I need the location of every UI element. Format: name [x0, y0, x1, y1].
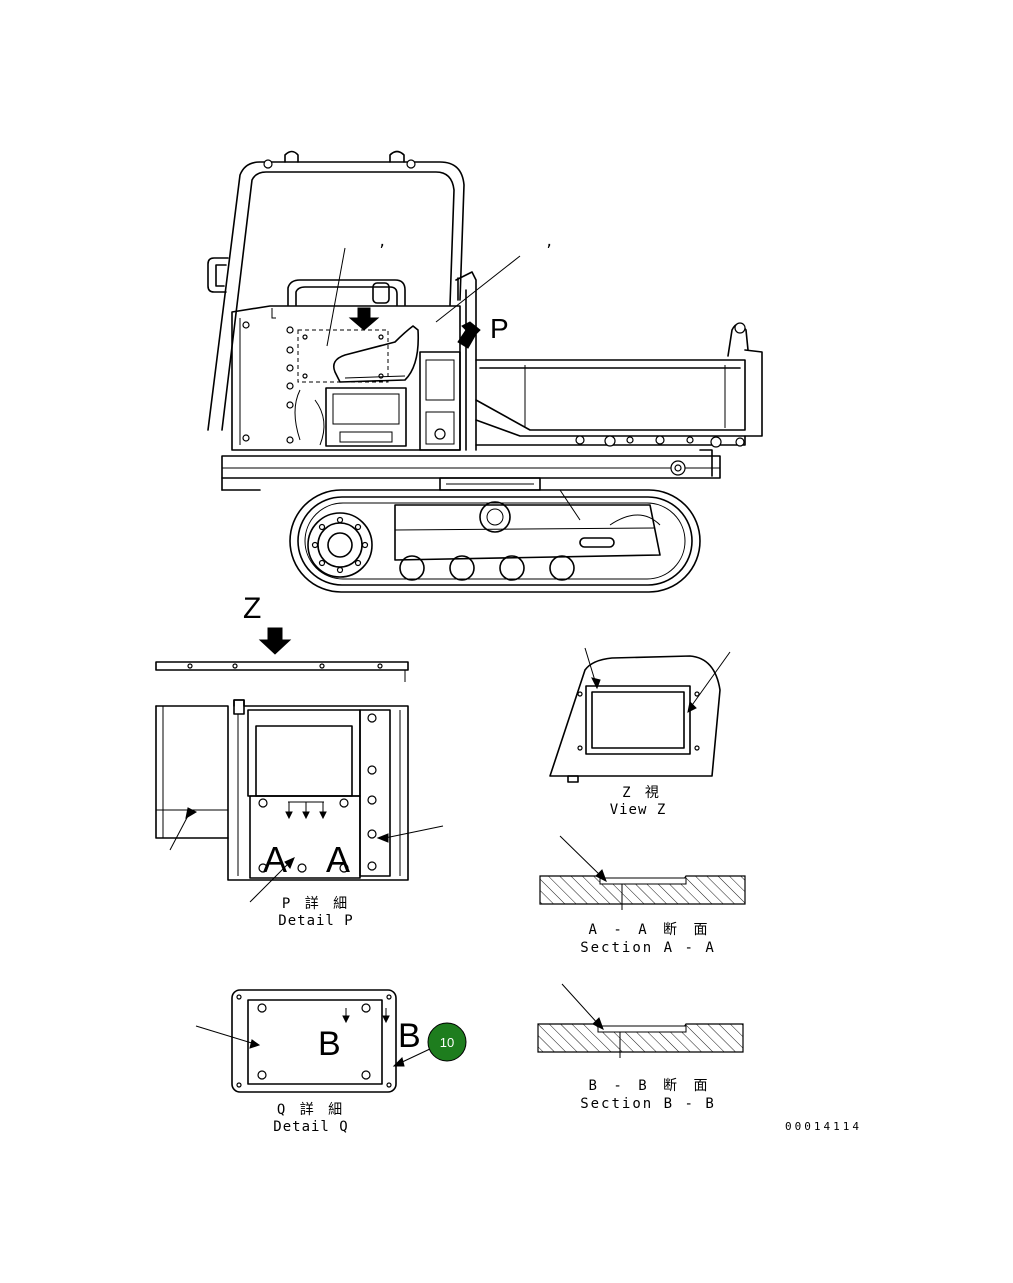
section-marker-a-left: A	[263, 839, 287, 880]
section-b-caption-jp: B - B 断 面	[588, 1078, 711, 1094]
section-a-caption-en: Section A - A	[580, 940, 716, 956]
section-b-drawing	[537, 983, 744, 1058]
section-marker-b-outer: B	[398, 1017, 421, 1055]
section-marker-a-right: A	[326, 839, 350, 880]
view-z-caption-en: View Z	[610, 802, 667, 818]
section-a-drawing	[539, 835, 746, 910]
view-marker-p: P	[490, 313, 509, 344]
detail-p-caption-en: Detail P	[278, 913, 353, 929]
tick-mark-right: ,	[545, 234, 553, 250]
detail-q-caption-en: Detail Q	[273, 1119, 348, 1135]
callout-badge[interactable]: 10	[427, 1022, 467, 1062]
section-marker-b-inner: B	[318, 1025, 341, 1063]
callout-badge-circle	[427, 1022, 467, 1062]
view-z-arrow	[258, 627, 292, 655]
section-b-caption-en: Section B - B	[580, 1096, 716, 1112]
detail-p-caption-jp: P 詳 細	[282, 896, 350, 912]
view-z-caption-jp: Z 視	[622, 785, 662, 801]
view-z-drawing	[549, 647, 731, 783]
drawing-number: 00014114	[785, 1120, 862, 1133]
detail-p-drawing	[155, 627, 444, 903]
view-marker-z: Z	[243, 592, 261, 625]
tick-mark-left: ,	[378, 234, 386, 250]
section-a-caption-jp: A - A 断 面	[588, 922, 711, 938]
detail-q-drawing	[195, 989, 433, 1093]
detail-q-caption-jp: Q 詳 細	[277, 1102, 345, 1118]
callout-badge-number: 10	[440, 1035, 454, 1050]
machine-side-view	[207, 150, 763, 593]
